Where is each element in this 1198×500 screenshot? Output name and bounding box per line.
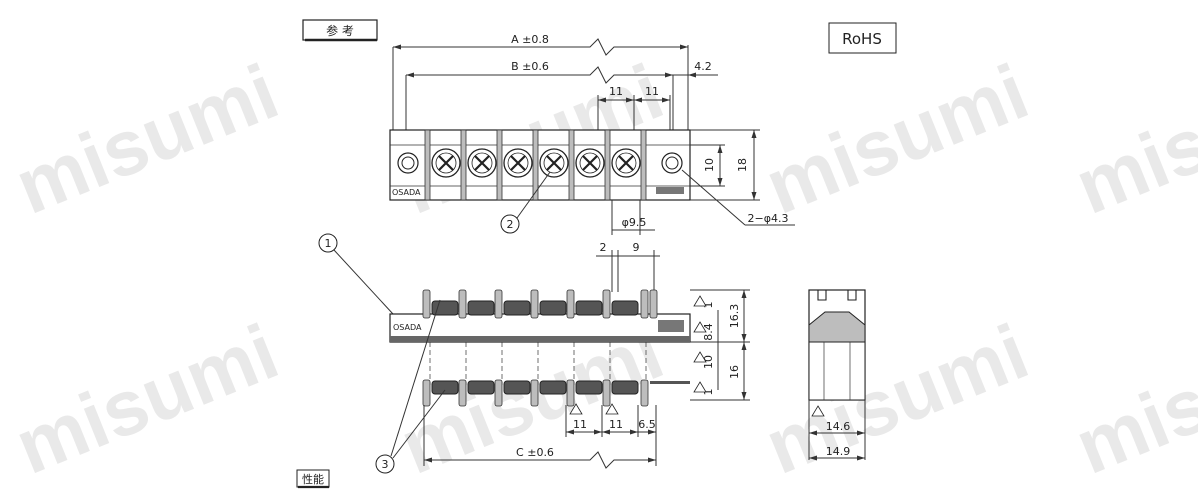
dim-height-10: 10 — [702, 355, 715, 369]
dim-a: A ±0.8 — [511, 33, 549, 46]
callout-3: 3 — [382, 458, 389, 471]
brand-front: OSADA — [393, 323, 422, 332]
dim-mount-holes: 2−φ4.3 — [748, 212, 789, 225]
cert-mark-top — [656, 187, 684, 194]
reference-label: 参 考 — [326, 23, 354, 38]
dim-bottom-pitch-1: 11 — [573, 418, 587, 431]
side-view: 14.6 14.9 — [808, 289, 866, 461]
dim-c: C ±0.6 — [516, 446, 554, 459]
warning-icon — [569, 295, 825, 417]
dim-height-16-3: 16.3 — [728, 304, 741, 329]
dim-tol-1b: 1 — [702, 389, 715, 396]
dim-side-14-9: 14.9 — [826, 445, 851, 458]
callout-1: 1 — [325, 237, 332, 250]
watermark-text: misumi — [1063, 47, 1198, 231]
callout-2: 2 — [507, 218, 514, 231]
dim-depth-18: 18 — [736, 158, 749, 172]
dim-pitch-2: 11 — [645, 85, 659, 98]
performance-tag: 性能 — [296, 469, 330, 489]
watermark-text: misumi — [753, 307, 1039, 491]
dim-end-offset: 4.2 — [694, 60, 712, 73]
dim-barrier-2: 2 — [600, 241, 607, 254]
watermark-layer: misumi misumi misumi misumi misumi misum… — [3, 47, 1198, 491]
dim-b: B ±0.6 — [511, 60, 549, 73]
dim-height-16: 16 — [728, 365, 741, 379]
brand-top: OSADA — [392, 188, 421, 197]
mount-holes — [397, 152, 683, 174]
lower-terminals — [422, 379, 690, 407]
dim-side-14-6: 14.6 — [826, 420, 851, 433]
watermark-text: misumi — [3, 307, 289, 491]
dim-bottom-pitch-2: 11 — [609, 418, 623, 431]
top-barriers — [424, 129, 647, 201]
top-view: A ±0.8 B ±0.6 4.2 11 11 — [389, 33, 795, 235]
watermark-text: misumi — [1063, 307, 1198, 491]
dim-bottom-end: 6.5 — [638, 418, 656, 431]
watermark-text: misumi — [3, 47, 289, 231]
projection-lines — [429, 342, 647, 385]
watermark-text: misumi — [753, 47, 1039, 231]
performance-label: 性能 — [302, 472, 324, 486]
dim-depth-10: 10 — [703, 158, 716, 172]
dim-tol-1a: 1 — [702, 302, 715, 309]
dim-pitch-1: 11 — [609, 85, 623, 98]
reference-tag: 参 考 — [302, 19, 378, 42]
top-screws — [431, 148, 641, 178]
cert-mark-front — [658, 320, 684, 332]
rohs-label: RoHS — [842, 30, 882, 48]
dim-screw-dia: φ9.5 — [622, 216, 647, 229]
front-barriers — [422, 289, 658, 319]
rohs-badge: RoHS — [828, 22, 897, 54]
dim-height-8-4: 8.4 — [702, 323, 715, 341]
dim-barrier-9: 9 — [633, 241, 640, 254]
front-view: 1 2 9 OSADA — [318, 233, 825, 474]
